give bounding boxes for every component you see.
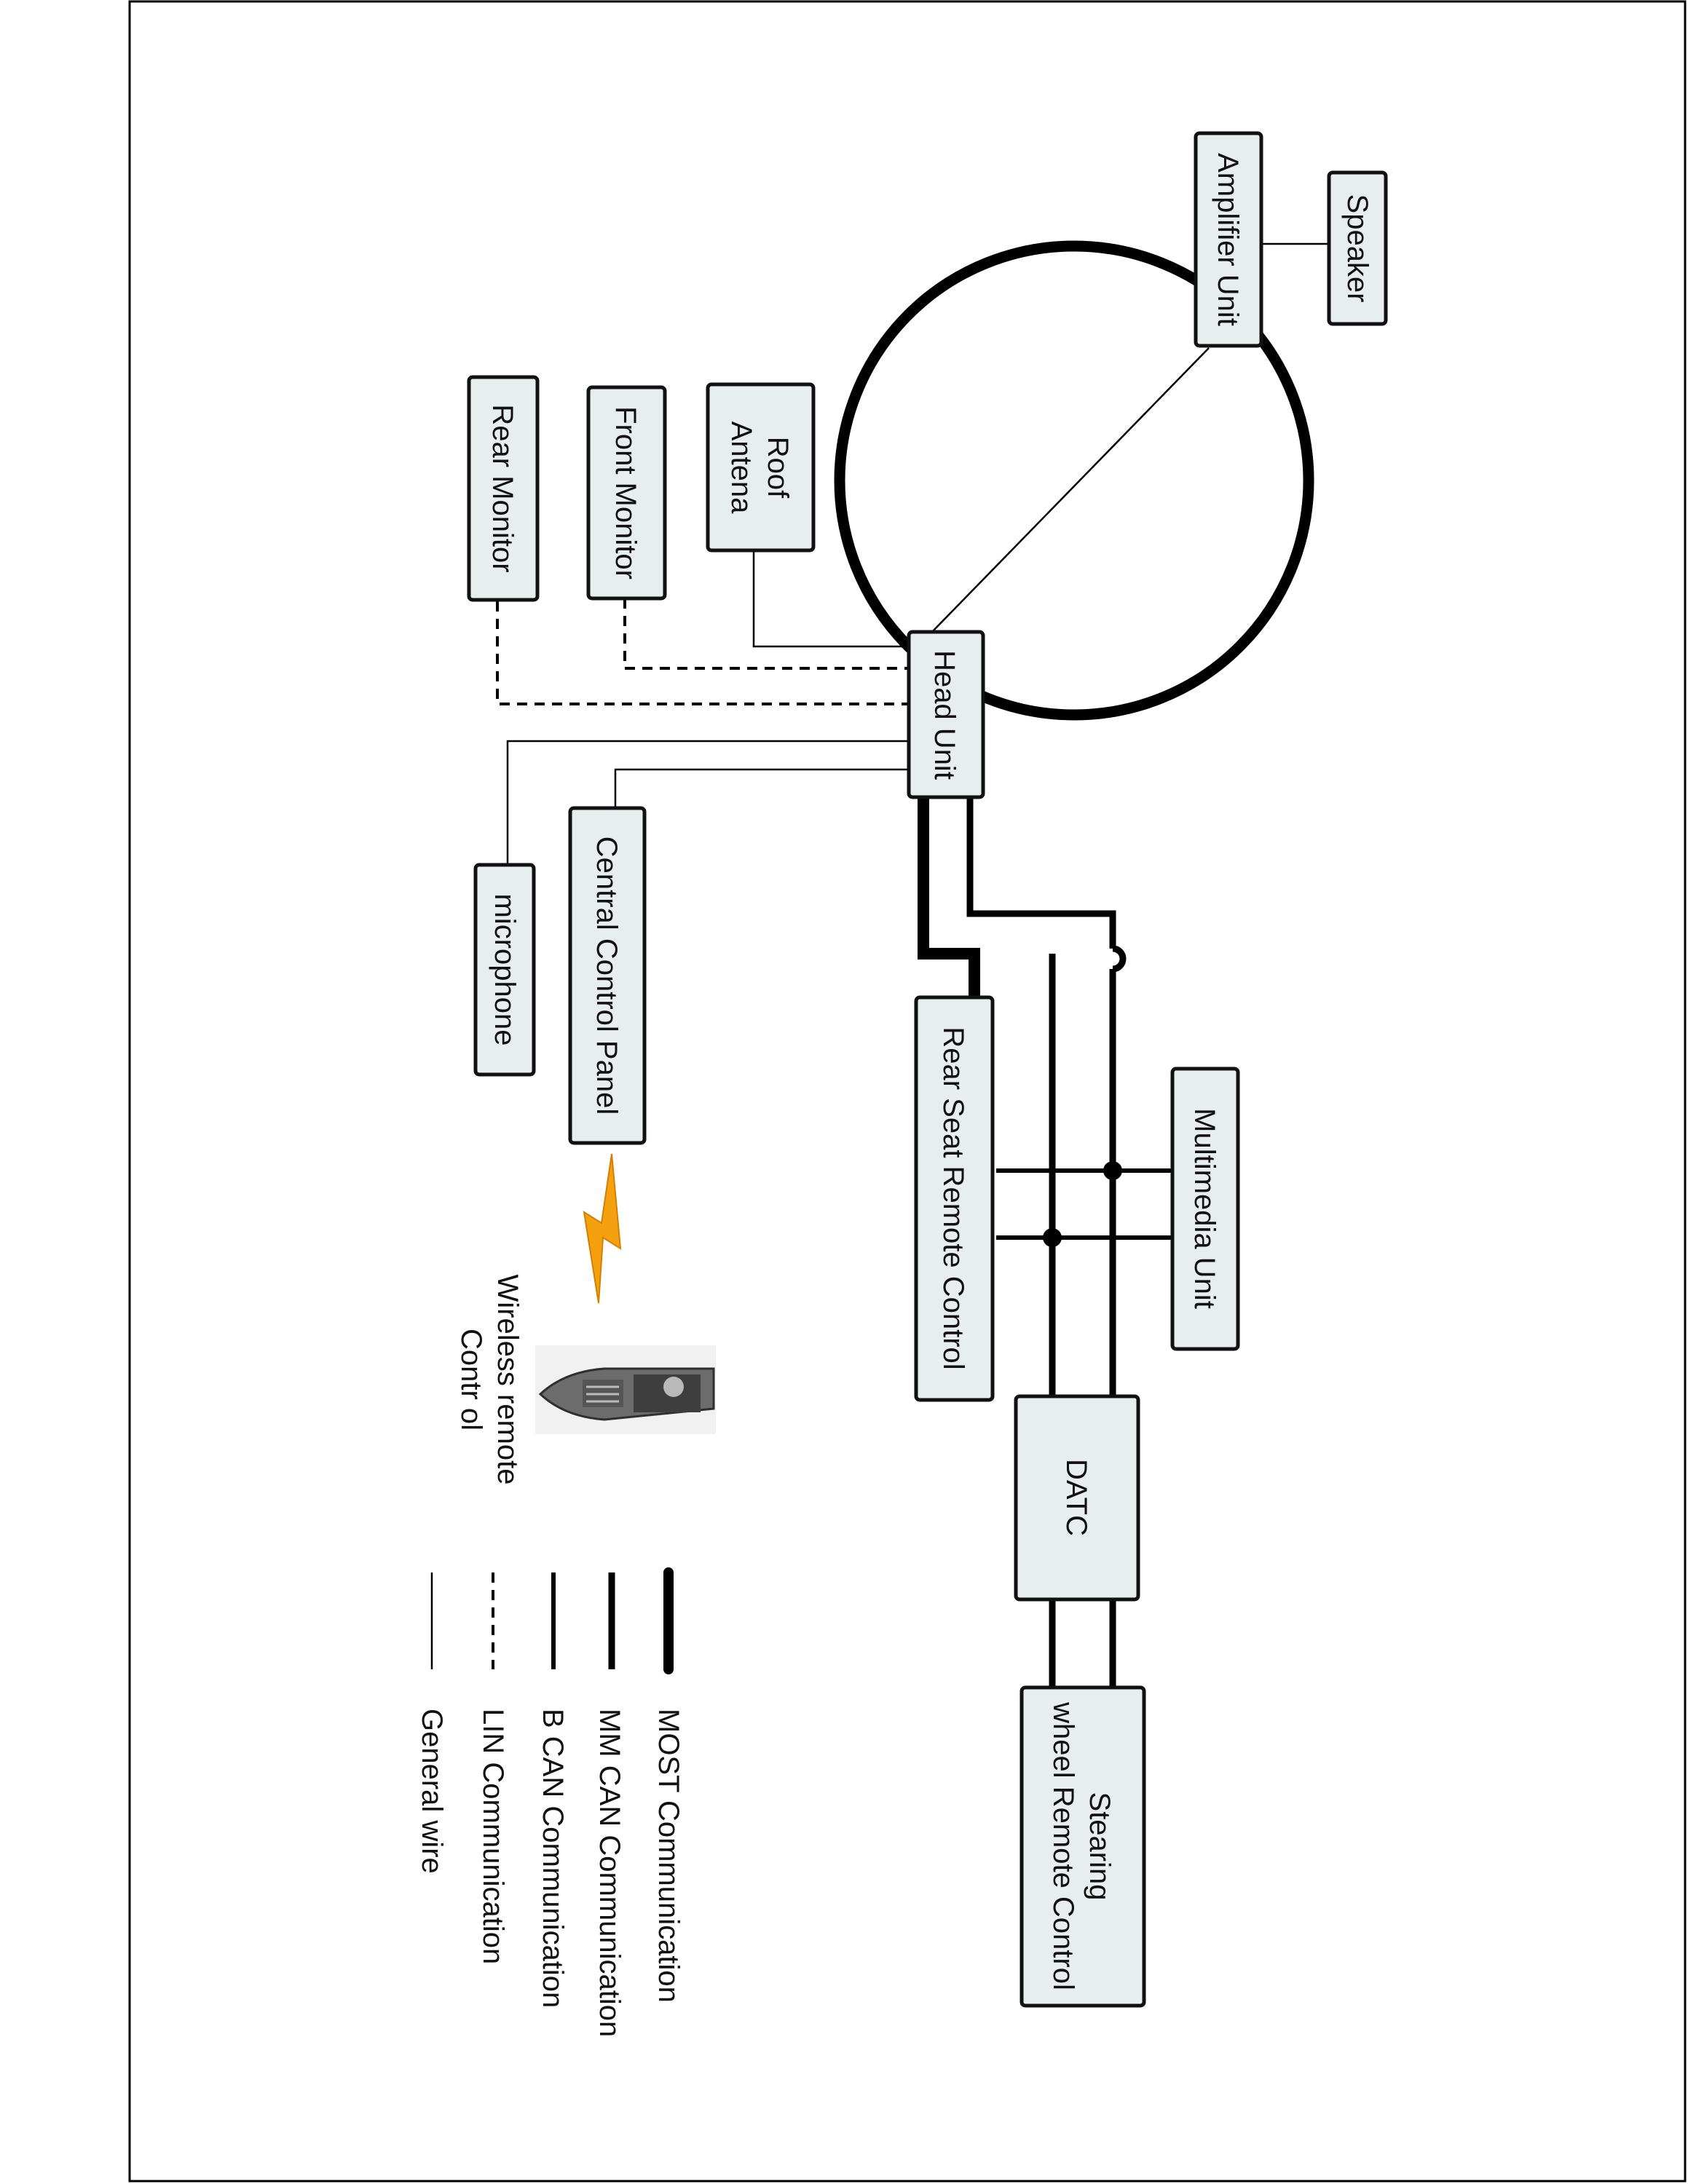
steering-remote-box: [1019, 1685, 1146, 2008]
wireless-label-1: Wireless remote: [492, 1275, 524, 1485]
most-head-rearseat: [918, 797, 980, 997]
legend-label-mmcan: MM CAN Communication: [593, 1709, 626, 2037]
steering-label-2: wheel Remote Control: [1047, 1701, 1079, 1990]
page-frame: [128, 0, 1687, 2183]
legend-label-bcan: B CAN Communication: [537, 1709, 569, 2008]
amplifier-label: Amplifier Unit: [1212, 153, 1244, 326]
legend-label-most: MOST Communication: [652, 1709, 685, 2003]
legend-label-lin: LIN Communication: [477, 1709, 509, 1964]
roof-antenna-label-1: Roof: [762, 437, 794, 499]
roof-antenna-box: [706, 382, 816, 553]
microphone-label: microphone: [489, 893, 521, 1045]
rear-monitor-label: Rear Monitor: [486, 404, 518, 572]
datc-label: DATC: [1060, 1459, 1092, 1536]
speaker-box: [1327, 170, 1388, 326]
rear-seat-remote-label: Rear Seat Remote Control: [937, 1026, 969, 1369]
central-panel-wire: [614, 768, 910, 808]
microphone-wire: [506, 740, 910, 865]
most-ring: [834, 240, 1314, 721]
mmcan-bus-a: [966, 797, 1116, 949]
rear-seat-remote-box: [914, 995, 995, 1402]
legend: MOST Communication MM CAN Communication …: [416, 1567, 685, 2037]
legend-label-gen: General wire: [416, 1709, 448, 1874]
front-monitor-box: [586, 385, 667, 601]
front-monitor-lin: [623, 598, 910, 670]
multimedia-unit-box: [1170, 1067, 1240, 1351]
rear-monitor-box: [467, 375, 540, 602]
rear-monitor-lin: [496, 601, 910, 705]
head-unit-label: Head Unit: [928, 650, 961, 780]
steering-label-1: Stearing: [1084, 1792, 1116, 1901]
amp-head-diagonal: [930, 347, 1210, 634]
wireless-label-2: Contr ol: [455, 1329, 487, 1431]
head-unit-box: [907, 630, 985, 799]
central-control-label: Central Control Panel: [591, 836, 623, 1115]
datc-box: [1014, 1394, 1140, 1602]
amplifier-box: [1194, 131, 1263, 348]
multimedia-unit-label: Multimedia Unit: [1188, 1108, 1220, 1309]
roof-antenna-wire: [752, 551, 910, 648]
wireless-signal-icon: [583, 1153, 622, 1304]
wireless-remote-icon: [535, 1345, 716, 1434]
junction-1: [1103, 1161, 1122, 1180]
front-monitor-label: Front Monitor: [610, 406, 642, 579]
mmcan-hop-top: [1112, 945, 1127, 973]
roof-antenna-label-2: Antena: [725, 422, 757, 515]
junction-2: [1043, 1228, 1062, 1247]
central-control-box: [568, 806, 647, 1145]
speaker-label: Speaker: [1341, 194, 1373, 303]
microphone-box: [473, 863, 536, 1077]
